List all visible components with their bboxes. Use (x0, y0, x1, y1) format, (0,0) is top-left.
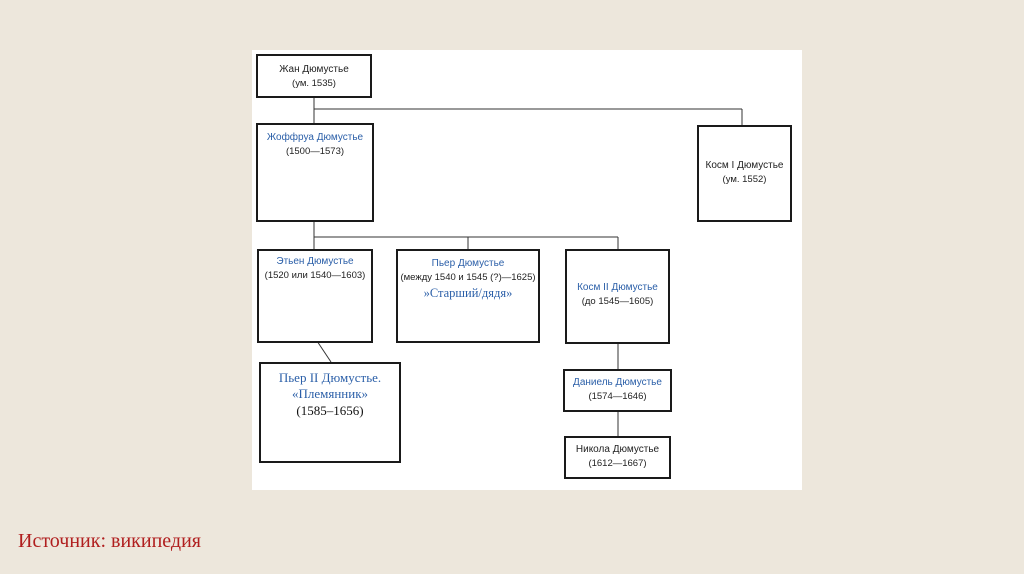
node-geoffroy-dates: (1500—1573) (285, 146, 345, 157)
node-cosme2: Косм II Дюмустье (до 1545—1605) (565, 249, 670, 344)
node-pierre2-dates: (1585–1656) (296, 403, 364, 418)
node-jean-name: Жан Дюмустье (279, 64, 349, 75)
node-nicolas: Никола Дюмустье (1612—1667) (564, 436, 671, 479)
node-cosme1-dates: (ум. 1552) (722, 174, 767, 185)
node-etienne-name[interactable]: Этьен Дюмустье (276, 256, 354, 267)
node-geoffroy: Жоффруа Дюмустье (1500—1573) (256, 123, 374, 222)
node-jean: Жан Дюмустье (ум. 1535) (256, 54, 372, 98)
node-pierre-dates: (между 1540 и 1545 (?)—1625) (400, 272, 536, 283)
source-caption: Источник: википедия (18, 530, 201, 552)
connector-etienne-pierre2 (316, 340, 332, 363)
node-cosme2-name[interactable]: Косм II Дюмустье (577, 282, 658, 293)
node-cosme1-name: Косм I Дюмустье (705, 160, 784, 171)
node-daniel-dates: (1574—1646) (588, 391, 647, 402)
node-pierre2-name-line2: «Племянник» (291, 386, 369, 401)
node-pierre-note: »Старший/дядя» (423, 286, 513, 300)
node-pierre-name[interactable]: Пьер Дюмустье (431, 258, 505, 269)
node-pierre2: Пьер II Дюмустье. «Племянник» (1585–1656… (259, 362, 401, 463)
node-cosme1: Косм I Дюмустье (ум. 1552) (697, 125, 792, 222)
node-nicolas-dates: (1612—1667) (588, 458, 647, 469)
node-cosme2-dates: (до 1545—1605) (581, 296, 654, 307)
node-nicolas-name: Никола Дюмустье (575, 444, 660, 455)
node-etienne-dates: (1520 или 1540—1603) (264, 270, 366, 281)
node-jean-dates: (ум. 1535) (292, 78, 336, 89)
node-etienne: Этьен Дюмустье (1520 или 1540—1603) (257, 249, 373, 343)
node-pierre: Пьер Дюмустье (между 1540 и 1545 (?)—162… (396, 249, 540, 343)
node-daniel-name[interactable]: Даниель Дюмустье (573, 377, 662, 388)
node-pierre2-name-line1: Пьер II Дюмустье. (278, 370, 382, 385)
node-geoffroy-name[interactable]: Жоффруа Дюмустье (266, 132, 364, 143)
node-daniel: Даниель Дюмустье (1574—1646) (563, 369, 672, 412)
